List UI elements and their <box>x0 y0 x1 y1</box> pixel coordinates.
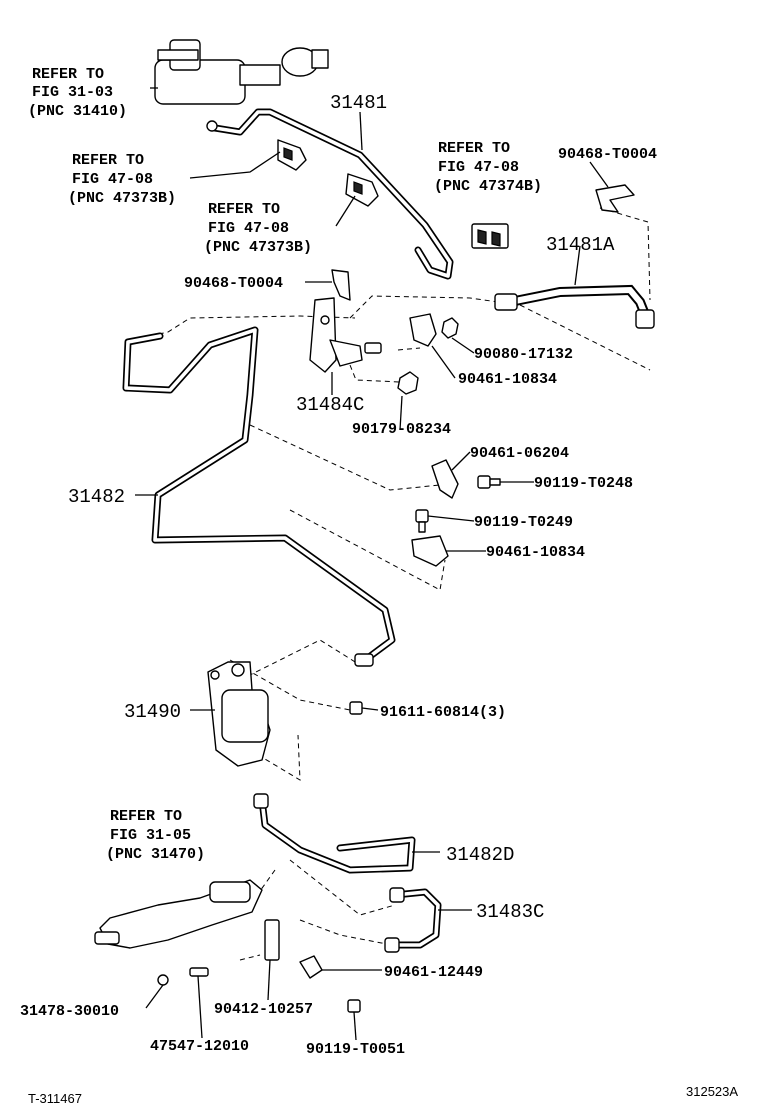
reference-line: (PNC 47374B) <box>434 178 542 195</box>
reference-line: FIG 47-08 <box>72 171 153 188</box>
pipe-clip-lower <box>345 173 379 207</box>
part-label-31490: 31490 <box>124 701 181 723</box>
pipe-clip-right <box>471 223 509 249</box>
part-label-90119-t0249: 90119-T0249 <box>474 514 573 531</box>
assembly-lines <box>149 207 651 961</box>
part-label-31481: 31481 <box>330 92 387 114</box>
leader-lines <box>135 87 609 1041</box>
part-label-90468-t0004-mid: 90468-T0004 <box>184 275 283 292</box>
part-label-90468-t0004-top: 90468-T0004 <box>558 146 657 163</box>
bolt-t0249 <box>415 509 429 533</box>
master-cylinder-assembly <box>154 39 329 132</box>
pipe-31482d <box>258 796 416 874</box>
part-label-90119-t0051: 90119-T0051 <box>306 1041 405 1058</box>
spring-clip-mid <box>331 269 351 301</box>
part-label-31483c: 31483C <box>476 901 544 923</box>
cylinder-31490 <box>207 661 363 767</box>
reference-line: REFER TO <box>438 140 510 157</box>
part-label-90119-t0248: 90119-T0248 <box>534 475 633 492</box>
part-label-31482: 31482 <box>68 486 125 508</box>
reference-31410: REFER TO FIG 31-03 (PNC 31410) <box>28 66 127 120</box>
pipe-31481 <box>211 108 454 280</box>
figure-code: 312523A <box>686 1084 738 1099</box>
part-label-90179-08234: 90179-08234 <box>352 421 451 438</box>
spring-clip-top-right <box>595 184 635 213</box>
clamp-10834-lower <box>411 535 449 567</box>
part-label-31481a: 31481A <box>546 234 615 256</box>
reference-line: FIG 47-08 <box>208 220 289 237</box>
reference-47373b-upper: REFER TO FIG 47-08 (PNC 47373B) <box>68 152 176 207</box>
reference-31470: REFER TO FIG 31-05 (PNC 31470) <box>106 808 205 863</box>
reference-line: (PNC 31470) <box>106 846 205 863</box>
reference-line: (PNC 47373B) <box>204 239 312 256</box>
lower-master-cylinder <box>94 879 405 1013</box>
pipe-fitting-31482-end <box>354 653 374 667</box>
reference-line: (PNC 47373B) <box>68 190 176 207</box>
illustration-code: T-311467 <box>28 1091 82 1106</box>
nut-08234 <box>397 371 419 395</box>
reference-line: FIG 31-03 <box>32 84 113 101</box>
part-label-90461-10834-lower: 90461-10834 <box>486 544 585 561</box>
reference-line: FIG 47-08 <box>438 159 519 176</box>
reference-47374b: REFER TO FIG 47-08 (PNC 47374B) <box>434 140 542 195</box>
part-label-31482d: 31482D <box>446 844 514 866</box>
hose-fitting-icon <box>635 309 655 329</box>
part-label-90080-17132: 90080-17132 <box>474 346 573 363</box>
part-label-90461-06204: 90461-06204 <box>470 445 569 462</box>
reference-47373b-lower: REFER TO FIG 47-08 (PNC 47373B) <box>204 201 312 256</box>
pipe-fitting-31482d-start <box>253 793 269 809</box>
part-label-31484c: 31484C <box>296 394 364 416</box>
pipe-31483c <box>388 888 442 949</box>
reference-line: FIG 31-05 <box>110 827 191 844</box>
clamp-10834-upper <box>409 313 437 347</box>
part-label-90461-10834-upper: 90461-10834 <box>458 371 557 388</box>
reference-line: REFER TO <box>72 152 144 169</box>
part-label-90461-12449: 90461-12449 <box>384 964 483 981</box>
pipe-clip-upper <box>277 139 307 171</box>
part-label-91611-60814: 91611-60814(3) <box>380 704 506 721</box>
reference-line: REFER TO <box>110 808 182 825</box>
hose-fitting-icon <box>494 293 518 311</box>
bolt-t0248 <box>477 475 501 489</box>
nut-17132 <box>441 317 459 339</box>
pipe-31482 <box>122 326 396 664</box>
clamp-06204 <box>431 459 459 499</box>
reference-line: REFER TO <box>208 201 280 218</box>
bracket-31484c <box>309 297 382 373</box>
reference-line: REFER TO <box>32 66 104 83</box>
part-label-47547-12010: 47547-12010 <box>150 1038 249 1055</box>
reference-line: (PNC 31410) <box>28 103 127 120</box>
part-label-90412-10257: 90412-10257 <box>214 1001 313 1018</box>
hose-31481a <box>494 284 655 329</box>
part-label-31478-30010: 31478-30010 <box>20 1003 119 1020</box>
